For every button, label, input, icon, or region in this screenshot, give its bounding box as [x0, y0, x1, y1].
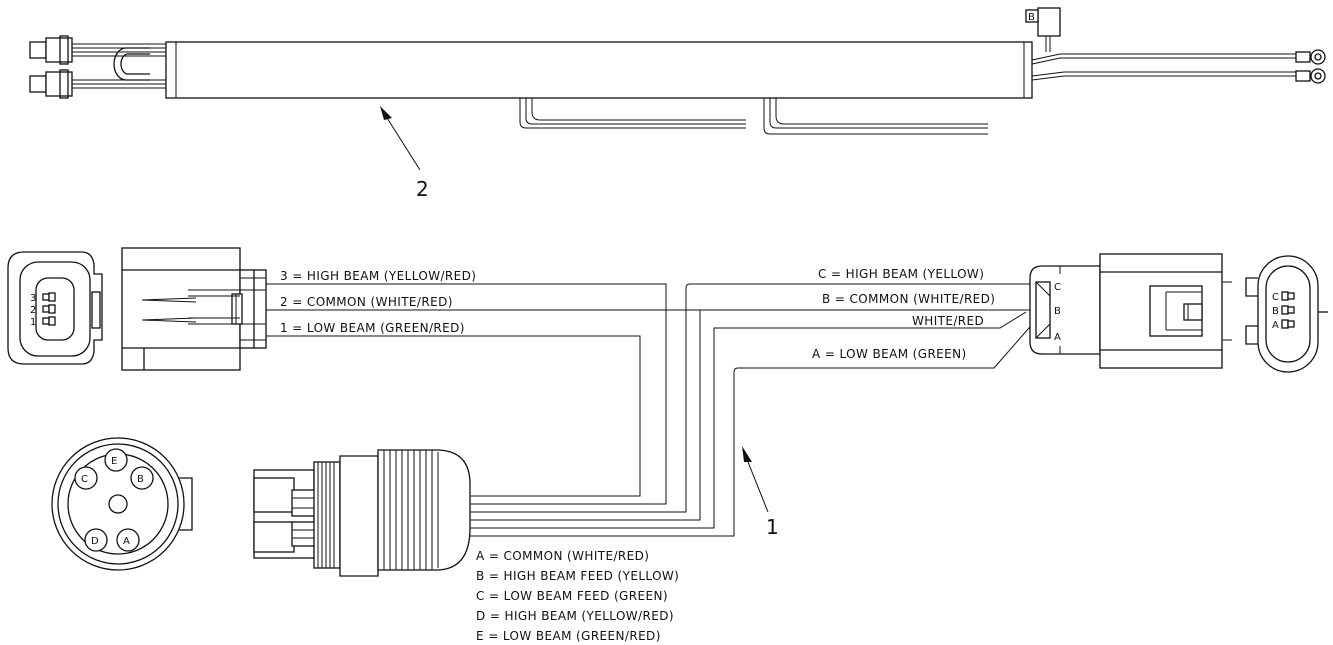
right-pin-label-b: B — [1054, 306, 1061, 317]
legend-b: B = HIGH BEAM FEED (YELLOW) — [476, 569, 679, 583]
right-face-label-c: C — [1272, 292, 1279, 303]
legend-a: A = COMMON (WHITE/RED) — [476, 549, 649, 563]
top-small-connector — [1037, 7, 1061, 37]
left-pin-label-3: 3 — [30, 293, 36, 304]
legend-c: C = LOW BEAM FEED (GREEN) — [476, 589, 668, 603]
round-plug-side — [253, 449, 471, 577]
right-wire-c-label: C = HIGH BEAM (YELLOW) — [818, 267, 984, 281]
top-left-plugs — [29, 35, 168, 99]
right-wire-whitered-label: WHITE/RED — [912, 314, 984, 328]
right-wires — [466, 283, 1037, 537]
plug-pin-a: A — [123, 536, 130, 547]
right-connector-side: C B A — [1029, 253, 1232, 369]
left-connector-side — [121, 247, 267, 371]
right-face-pins — [1281, 291, 1295, 329]
left-face-pins — [42, 292, 56, 326]
top-harness: B 2 — [29, 7, 1326, 201]
left-connector-face: 3 2 1 — [7, 251, 103, 365]
left-wire-1-label: 1 = LOW BEAM (GREEN/RED) — [280, 321, 465, 335]
top-connector-label: B — [1028, 12, 1035, 23]
right-connector-face: C B A — [1245, 255, 1328, 373]
right-pin-label-a: A — [1054, 332, 1061, 343]
legend-d: D = HIGH BEAM (YELLOW/RED) — [476, 609, 674, 623]
right-pin-label-c: C — [1054, 282, 1061, 293]
harness-tube — [165, 41, 1033, 99]
left-wire-2-label: 2 = COMMON (WHITE/RED) — [280, 295, 453, 309]
right-wire-b-label: B = COMMON (WHITE/RED) — [822, 292, 995, 306]
plug-pin-e: E — [111, 456, 117, 467]
callout-2-leader — [381, 109, 421, 171]
legend-e: E = LOW BEAM (GREEN/RED) — [476, 629, 661, 643]
round-plug-legend: A = COMMON (WHITE/RED) B = HIGH BEAM FEE… — [476, 549, 679, 643]
left-pin-label-2: 2 — [30, 305, 36, 316]
plug-pin-d: D — [91, 536, 99, 547]
right-wire-a-label: A = LOW BEAM (GREEN) — [812, 347, 967, 361]
right-face-label-a: A — [1272, 320, 1279, 331]
round-plug-face: E C B D A — [51, 437, 193, 571]
left-wire-3-label: 3 = HIGH BEAM (YELLOW/RED) — [280, 269, 476, 283]
right-face-label-b: B — [1272, 306, 1279, 317]
callout-2: 2 — [416, 177, 429, 201]
plug-pin-b: B — [137, 474, 144, 485]
left-pin-label-1: 1 — [30, 317, 36, 328]
plug-pin-c: C — [81, 474, 88, 485]
callout-1: 1 — [766, 515, 779, 539]
